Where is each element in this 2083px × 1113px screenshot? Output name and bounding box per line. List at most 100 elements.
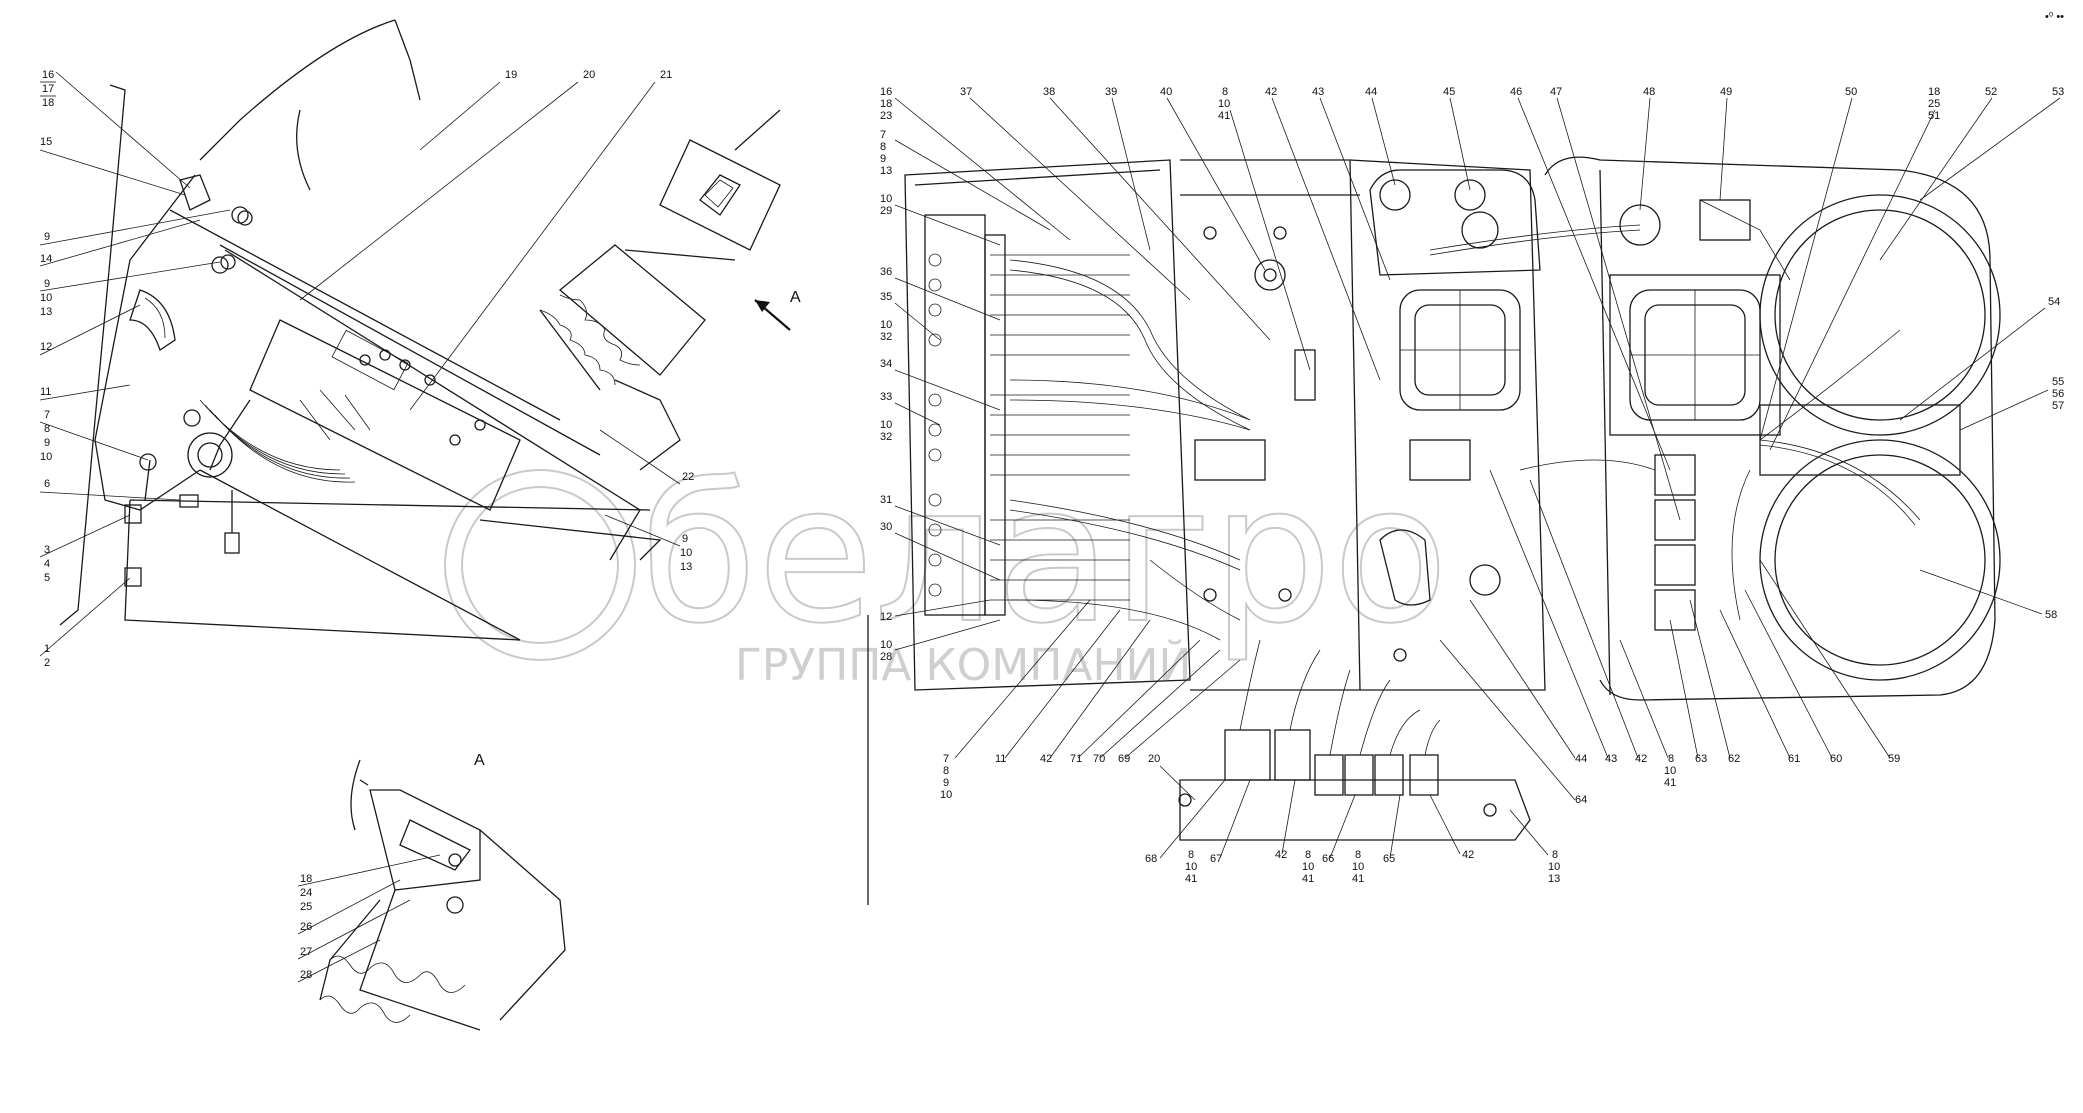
callout-b42b: 42 [1275, 849, 1287, 861]
view-arrow-label: А [790, 289, 801, 306]
callout-9d: 9 [682, 533, 688, 545]
callout-11: 11 [40, 386, 51, 398]
callout-20: 20 [583, 69, 595, 81]
callout-s29: 29 [880, 205, 892, 217]
callout-t45: 45 [1443, 86, 1455, 98]
callout-s33: 33 [880, 391, 892, 403]
callout-b43: 43 [1605, 753, 1617, 765]
callout-t10: 10 [1218, 98, 1230, 110]
callout-s56: 56 [2052, 388, 2064, 400]
callout-t16: 16 [880, 86, 892, 98]
callout-9b: 9 [44, 278, 50, 290]
callout-t46: 46 [1510, 86, 1522, 98]
callout-b62: 62 [1728, 753, 1740, 765]
callout-14: 14 [40, 253, 52, 265]
callout-19: 19 [505, 69, 517, 81]
callout-b42: 42 [1040, 753, 1052, 765]
callout-b41f: 41 [1664, 777, 1676, 789]
callout-b8e: 8 [1552, 849, 1558, 861]
callout-b10e: 10 [1548, 861, 1560, 873]
callout-3: 3 [44, 544, 50, 556]
callout-b41b: 41 [1185, 873, 1197, 885]
callout-5: 5 [44, 572, 50, 584]
fuse-rows [990, 254, 1130, 601]
callout-i26: 26 [300, 921, 312, 933]
callout-b42d: 42 [1635, 753, 1647, 765]
callout-t8: 8 [1222, 86, 1228, 98]
inset-view-a: А [319, 752, 566, 1031]
callout-s31: 31 [880, 494, 892, 506]
callout-22: 22 [682, 471, 694, 483]
callout-b44: 44 [1575, 753, 1587, 765]
callout-t48: 48 [1643, 86, 1655, 98]
callout-i28: 28 [300, 969, 312, 981]
callout-t37: 37 [960, 86, 972, 98]
callout-s32b: 32 [880, 431, 892, 443]
callout-b63: 63 [1695, 753, 1707, 765]
left-callouts: 16 17 18 15 9 14 9 10 13 12 11 7 8 9 10 … [39, 69, 694, 669]
callout-b59: 59 [1888, 753, 1900, 765]
callout-t44: 44 [1365, 86, 1377, 98]
corner-mark: •⁰ •• [2045, 11, 2064, 23]
inset-callouts: 18 24 25 26 27 28 [297, 854, 441, 983]
watermark: белагро ГРУППА КОМПАНИЙ [444, 443, 1450, 691]
callout-b66: 66 [1322, 853, 1334, 865]
callout-t47: 47 [1550, 86, 1562, 98]
callout-b61: 61 [1788, 753, 1800, 765]
callout-t49: 49 [1720, 86, 1732, 98]
callout-b8b: 8 [1188, 849, 1194, 861]
callout-9c: 9 [44, 437, 50, 449]
callout-b20: 20 [1148, 753, 1160, 765]
callout-s9: 9 [880, 153, 886, 165]
right-panel-view [904, 156, 2001, 841]
callout-b9: 9 [943, 777, 949, 789]
callout-i27: 27 [300, 946, 312, 958]
callout-b11: 11 [995, 753, 1006, 765]
callout-13: 13 [40, 306, 52, 318]
callout-b10b: 10 [1185, 861, 1197, 873]
callout-4: 4 [44, 558, 50, 570]
callout-b10c: 10 [1302, 861, 1314, 873]
callout-t53: 53 [2052, 86, 2064, 98]
callout-t50: 50 [1845, 86, 1857, 98]
callout-t52: 52 [1985, 86, 1997, 98]
callout-12: 12 [40, 341, 52, 353]
callout-b42c: 42 [1462, 849, 1474, 861]
inset-title: А [474, 752, 485, 769]
callout-b41c: 41 [1302, 873, 1314, 885]
callout-t43: 43 [1312, 86, 1324, 98]
callout-t40: 40 [1160, 86, 1172, 98]
callout-b10: 10 [940, 789, 952, 801]
callout-i25: 25 [300, 901, 312, 913]
callout-t23: 23 [880, 110, 892, 122]
watermark-brand: белагро [640, 444, 1449, 665]
callout-t42: 42 [1265, 86, 1277, 98]
callout-1: 1 [44, 643, 50, 655]
callout-b65: 65 [1383, 853, 1395, 865]
callout-s35: 35 [880, 291, 892, 303]
callout-s34: 34 [880, 358, 892, 370]
callout-b41d: 41 [1352, 873, 1364, 885]
callout-t39: 39 [1105, 86, 1117, 98]
callout-b68: 68 [1145, 853, 1157, 865]
callout-7: 7 [44, 409, 50, 421]
callout-9: 9 [44, 231, 50, 243]
callout-10c: 10 [680, 547, 692, 559]
callout-b8f: 8 [1668, 753, 1674, 765]
callout-t18b: 18 [1928, 86, 1940, 98]
callout-b8c: 8 [1305, 849, 1311, 861]
callout-t41: 41 [1218, 110, 1230, 122]
callout-21: 21 [660, 69, 672, 81]
callout-b8: 8 [943, 765, 949, 777]
callout-s12: 12 [880, 611, 892, 623]
callout-s10d: 10 [880, 639, 892, 651]
callout-17: 17 [42, 83, 54, 95]
callout-t18: 18 [880, 98, 892, 110]
callout-s10b: 10 [880, 319, 892, 331]
callout-6: 6 [44, 478, 50, 490]
callout-b8d: 8 [1355, 849, 1361, 861]
callout-2: 2 [44, 657, 50, 669]
callout-s30: 30 [880, 521, 892, 533]
callout-s55: 55 [2052, 376, 2064, 388]
